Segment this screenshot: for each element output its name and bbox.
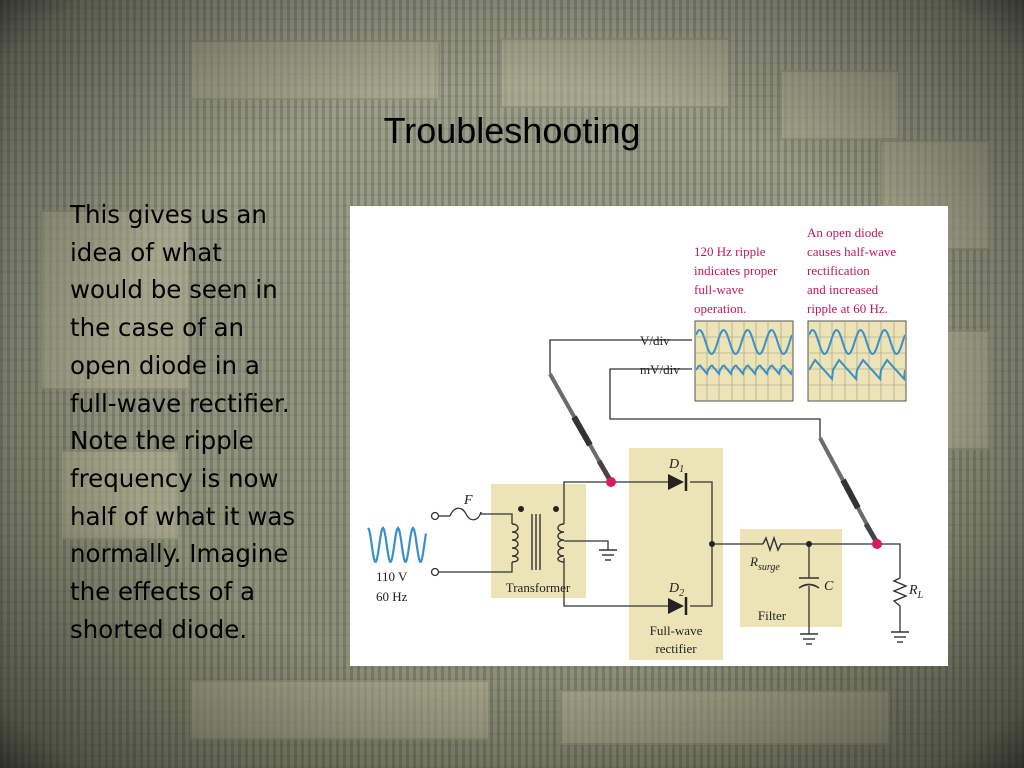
body-line: frequency is now	[70, 463, 279, 493]
sine-trace	[696, 329, 792, 355]
label-mv-div: mV/div	[640, 362, 680, 377]
probe-node-right	[872, 539, 882, 549]
annotation-right-line: rectification	[807, 263, 870, 278]
terminal	[430, 567, 440, 577]
resistor-surge-icon	[762, 535, 783, 553]
rectifier-troubleshooting-figure: 120 Hz ripple indicates proper full-wave…	[350, 206, 948, 666]
body-line: the case of an	[70, 313, 245, 343]
body-line: Note the ripple	[70, 426, 254, 456]
body-line: full-wave rectifier.	[70, 388, 290, 418]
sine-trace	[809, 329, 905, 355]
scope-display-full-wave	[694, 320, 794, 402]
polarity-dot	[553, 506, 559, 512]
capacitor-icon	[798, 577, 820, 589]
probe-right	[818, 437, 879, 544]
rectifier-label-line: rectifier	[655, 641, 697, 656]
annotation-left: 120 Hz ripple indicates proper full-wave…	[694, 244, 778, 316]
load-resistor-label: RL	[908, 583, 924, 601]
body-line: normally. Imagine	[70, 539, 289, 569]
body-line: the effects of a	[70, 577, 256, 607]
circuit-wires	[438, 481, 901, 634]
ground-icon	[891, 631, 909, 643]
annotation-right-line: causes half-wave	[807, 244, 896, 259]
ground-icon	[599, 549, 617, 561]
resistor-surge-label: Rsurge	[749, 554, 780, 573]
body-line: would be seen in	[70, 275, 278, 305]
ripple-trace-60hz	[809, 358, 905, 382]
ripple-trace-120hz	[696, 364, 792, 376]
polarity-dot	[518, 506, 524, 512]
load-resistor-icon	[892, 577, 908, 607]
circuit-diagram: 120 Hz ripple indicates proper full-wave…	[367, 225, 924, 660]
fuse-icon	[449, 507, 482, 521]
ground-icon	[800, 633, 818, 645]
annotation-right-line: and increased	[807, 282, 879, 297]
annotation-right: An open diode causes half-wave rectifica…	[807, 225, 896, 316]
diode-d1-icon	[668, 473, 688, 491]
d2-label: D2	[668, 581, 684, 599]
probe-node-left	[606, 477, 616, 487]
probe-left	[548, 373, 613, 483]
terminal	[430, 511, 440, 521]
transformer-label: Transformer	[506, 580, 571, 595]
annotation-left-line: full-wave	[694, 282, 744, 297]
rectifier-label-line: Full-wave	[650, 623, 703, 638]
body-line: idea of what	[70, 237, 222, 267]
body-line: This gives us an	[70, 200, 267, 229]
body-line: open diode in a	[70, 350, 260, 380]
annotation-right-line: ripple at 60 Hz.	[807, 301, 888, 316]
annotation-right-line: An open diode	[807, 225, 884, 240]
body-line: half of what it was	[70, 501, 296, 531]
annotation-left-line: 120 Hz ripple	[694, 244, 766, 259]
capacitor-label: C	[824, 579, 834, 594]
junction-dot	[806, 541, 812, 547]
filter-panel	[740, 529, 842, 627]
d1-label: D1	[668, 457, 684, 475]
slide-body-text: This gives us an idea of what would be s…	[70, 196, 340, 648]
source-frequency: 60 Hz	[376, 589, 408, 604]
source-voltage: 110 V	[376, 569, 408, 584]
junction-dot	[709, 541, 715, 547]
diode-d2-icon	[668, 597, 688, 615]
fuse-label: F	[463, 493, 473, 508]
slide-title: Troubleshooting	[383, 110, 641, 151]
scope-display-half-wave	[807, 320, 907, 402]
annotation-left-line: indicates proper	[694, 263, 778, 278]
body-line: shorted diode.	[70, 614, 248, 644]
ac-source-wave-icon	[367, 526, 428, 563]
transformer-icon	[511, 514, 565, 570]
annotation-left-line: operation.	[694, 301, 746, 316]
label-v-div: V/div	[640, 333, 670, 348]
filter-label: Filter	[758, 608, 787, 623]
probe-leads	[549, 339, 821, 438]
